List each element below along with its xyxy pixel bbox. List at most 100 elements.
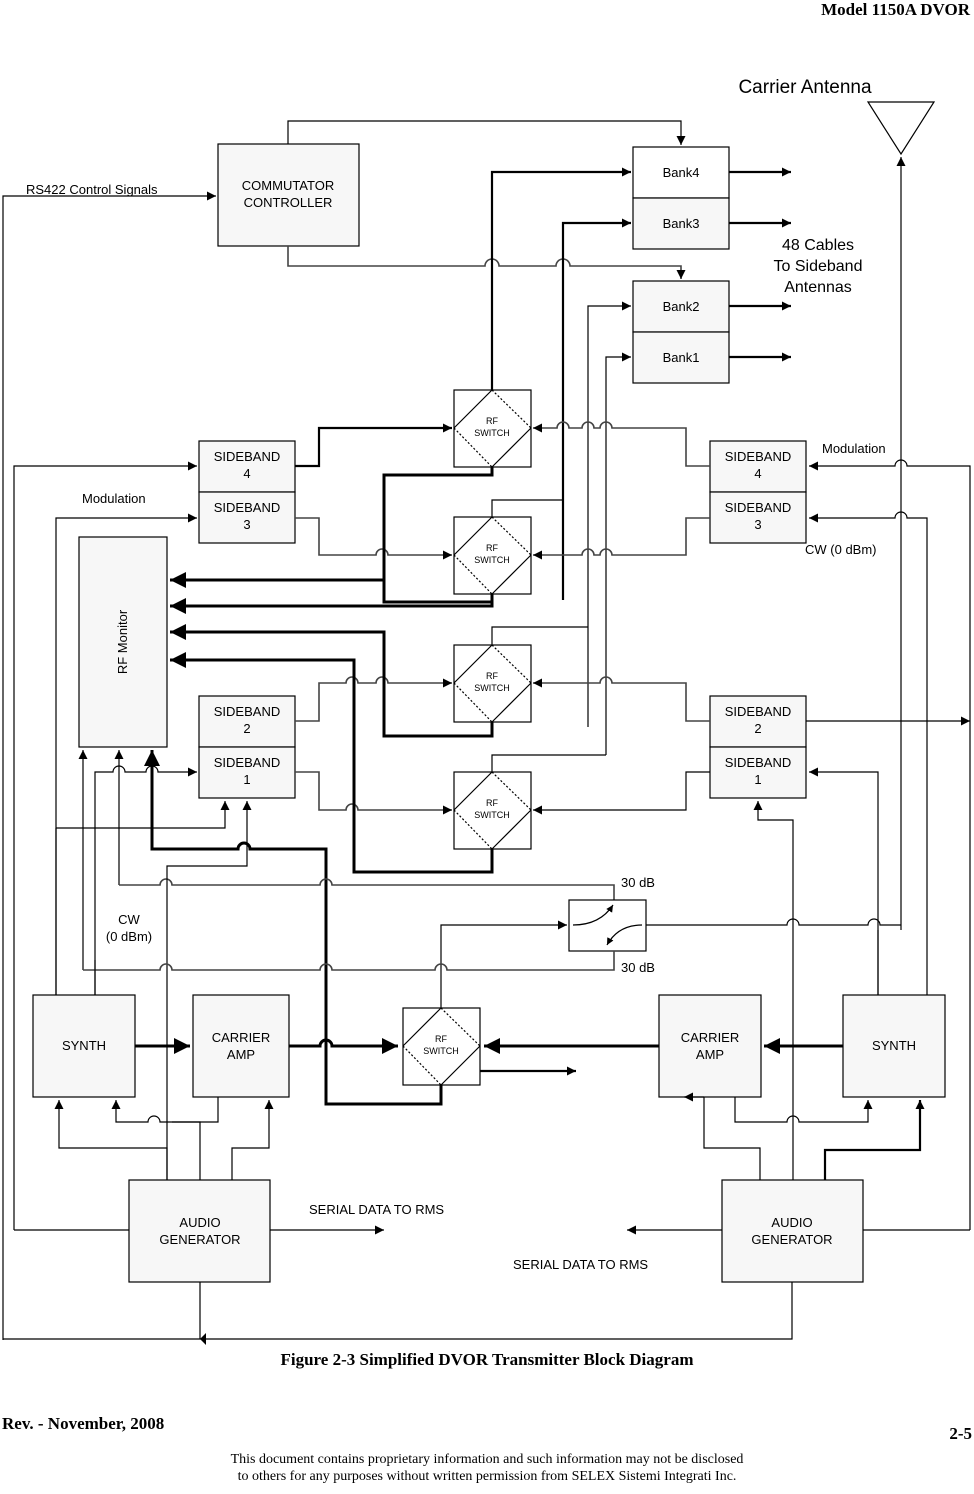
right-sideband-lower: SIDEBAND 2 SIDEBAND 1: [709, 695, 807, 799]
notice-line-1: This document contains proprietary infor…: [230, 1452, 744, 1467]
svg-text:SYNTH: SYNTH: [62, 1038, 106, 1053]
carrier-amp-left: CARRIER AMP: [192, 994, 290, 1098]
coupler-top-line: [119, 878, 615, 902]
lsb4-to-switch1: [295, 423, 452, 468]
cables-label: 48 Cables To Sideband Antennas: [774, 237, 863, 296]
svg-text:CARRIER: CARRIER: [681, 1030, 740, 1045]
svg-text:SIDEBAND: SIDEBAND: [725, 704, 791, 719]
rs422-line: [2, 191, 216, 1340]
bank1-label: Bank1: [663, 350, 700, 365]
notice-line-2: to others for any purposes without writt…: [237, 1469, 737, 1484]
mod-to-lsb4: [13, 461, 197, 1230]
commutator-to-bank2: [287, 246, 686, 279]
svg-text:2: 2: [243, 721, 250, 736]
carrier-antenna-label: Carrier Antenna: [738, 77, 872, 98]
switch4-to-monitor: [170, 652, 494, 874]
antenna-icon: [866, 101, 936, 156]
rf-switch-2: RF SWITCH: [453, 516, 532, 595]
directional-coupler: [568, 899, 647, 952]
bank-group-lower: Bank2 Bank1: [632, 280, 730, 384]
lsb2-to-switch3: [295, 676, 452, 722]
mod-to-rsb4: [809, 459, 971, 1230]
carrier-switch-to-monitor: [144, 750, 443, 1106]
bus-arrow-icon: [200, 1333, 206, 1345]
rf-switch-3: RF SWITCH: [453, 644, 532, 723]
synth-right: SYNTH: [842, 994, 946, 1098]
bank2-block: [632, 280, 730, 333]
cw-to-rsb3: [809, 511, 928, 995]
svg-text:GENERATOR: GENERATOR: [159, 1232, 240, 1247]
svg-text:3: 3: [243, 517, 250, 532]
switch1-to-bank4: [490, 167, 631, 390]
left-sideband-1: [198, 746, 296, 799]
svg-text:RF: RF: [486, 798, 498, 808]
svg-text:RF: RF: [486, 416, 498, 426]
svg-text:SIDEBAND: SIDEBAND: [725, 500, 791, 515]
right-sideband-4: [709, 440, 807, 493]
audio-left-to-amp: [231, 1100, 274, 1180]
svg-text:Antennas: Antennas: [784, 279, 852, 296]
svg-text:3: 3: [754, 517, 761, 532]
svg-text:AMP: AMP: [696, 1047, 724, 1062]
svg-text:SIDEBAND: SIDEBAND: [214, 449, 280, 464]
serial-left-label: SERIAL DATA TO RMS: [309, 1202, 444, 1217]
document-header-model: Model 1150A DVOR: [821, 0, 970, 19]
svg-text:SIDEBAND: SIDEBAND: [214, 500, 280, 515]
switch4-to-bank1: [605, 352, 631, 755]
cw-right-label: CW (0 dBm): [805, 542, 877, 557]
svg-text:48 Cables: 48 Cables: [782, 237, 854, 254]
cw-left-label: CW (0 dBm): [106, 912, 152, 944]
rsb2-to-switch3: [533, 676, 710, 722]
revision-label: Rev. - November, 2008: [2, 1414, 165, 1433]
svg-text:SWITCH: SWITCH: [474, 555, 510, 565]
rf-monitor-label: RF Monitor: [115, 609, 130, 674]
left-sideband-2: [198, 695, 296, 748]
svg-text:1: 1: [243, 772, 250, 787]
svg-text:RF: RF: [486, 671, 498, 681]
svg-text:SIDEBAND: SIDEBAND: [725, 755, 791, 770]
right-sideband-3: [709, 491, 807, 544]
bank3-label: Bank3: [663, 216, 700, 231]
left-sideband-lower: SIDEBAND 2 SIDEBAND 1: [198, 695, 296, 799]
rsb1-to-switch4: [533, 771, 710, 815]
rsb3-to-switch2: [533, 517, 710, 560]
right-sideband-2: [709, 695, 807, 748]
coupler-to-antenna: [646, 918, 901, 926]
svg-text:AMP: AMP: [227, 1047, 255, 1062]
right-sideband-upper: SIDEBAND 4 SIDEBAND 3: [709, 440, 807, 544]
svg-text:SWITCH: SWITCH: [423, 1046, 459, 1056]
left-sideband-4: [198, 440, 296, 493]
page-number: 2-5: [949, 1424, 972, 1443]
svg-text:SWITCH: SWITCH: [474, 428, 510, 438]
switch2-top: [491, 499, 563, 517]
switch2-to-bank3: [561, 218, 631, 600]
serial-right-label: SERIAL DATA TO RMS: [513, 1257, 648, 1272]
audio-to-lsb1: [166, 801, 252, 1180]
modulation-right-label: Modulation: [822, 441, 886, 456]
amp-left-to-carrier-switch: [289, 1038, 398, 1054]
rf-switch-1: RF SWITCH: [453, 389, 532, 468]
cw-to-lsb1: [94, 765, 197, 995]
commutator-to-bank4: [287, 120, 686, 145]
audio-generator-right: AUDIO GENERATOR: [721, 1179, 864, 1283]
mod-to-lsb1: [56, 801, 230, 829]
switch3-to-bank2: [587, 301, 631, 727]
commutator-line2: CONTROLLER: [244, 195, 333, 210]
switch4-top: [491, 754, 606, 772]
coupler-bottom-line: [83, 951, 615, 971]
bank1-block: [632, 331, 730, 384]
left-sideband-upper: SIDEBAND 4 SIDEBAND 3: [198, 440, 296, 544]
switch1-down: [382, 467, 494, 580]
audio-left-to-synth-a: [54, 1100, 168, 1180]
commutator-controller: COMMUTATOR CONTROLLER: [217, 143, 360, 247]
svg-text:4: 4: [243, 466, 250, 481]
svg-text:RF: RF: [435, 1034, 447, 1044]
bank4-label: Bank4: [663, 165, 700, 180]
svg-text:SIDEBAND: SIDEBAND: [214, 755, 280, 770]
svg-text:4: 4: [754, 466, 761, 481]
dvor-block-diagram: Carrier Antenna COMMUTATOR CONTROLLER RS…: [2, 77, 971, 1345]
svg-text:SWITCH: SWITCH: [474, 683, 510, 693]
svg-text:(0 dBm): (0 dBm): [106, 929, 152, 944]
coupler-bottom-label: 30 dB: [621, 960, 655, 975]
svg-text:GENERATOR: GENERATOR: [751, 1232, 832, 1247]
